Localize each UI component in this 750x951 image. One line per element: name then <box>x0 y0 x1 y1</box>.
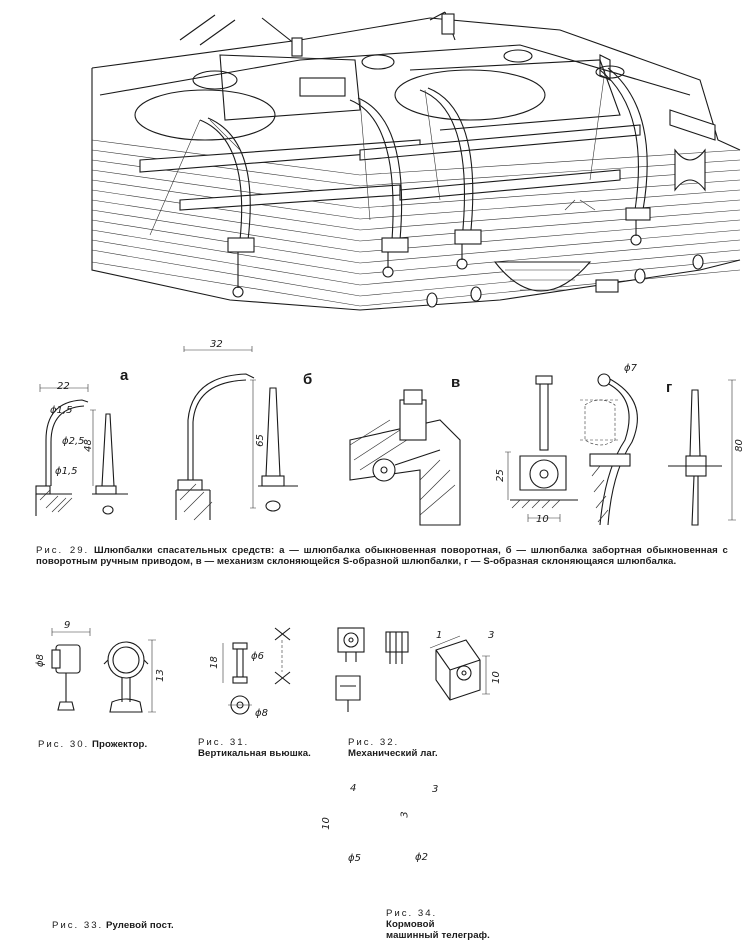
fig33-caption: Рис. 33. Рулевой пост. <box>52 920 174 931</box>
fig30-searchlight <box>51 628 156 713</box>
fig32-log <box>335 627 490 712</box>
davit-bases <box>227 207 651 298</box>
fig34-dim-10: 10 <box>320 817 332 830</box>
dim-a-d25: ϕ2,5 <box>62 436 85 447</box>
fig31-caption-prefix: Рис. 31. <box>198 737 250 748</box>
fig31-dim-d6: ϕ6 <box>251 651 264 662</box>
fig34-dim-d2: ϕ2 <box>415 852 428 863</box>
fig33-caption-prefix: Рис. 33. <box>52 920 104 931</box>
fig31-caption-text: Вертикальная вьюшка. <box>198 748 311 759</box>
fig29-caption-prefix: Рис. 29. <box>36 545 90 556</box>
fig34-caption: Рис. 34. Кормовой машинный телеграф. <box>386 908 490 941</box>
fig34-dim-3-side: 3 <box>399 811 411 818</box>
fig29-drawings <box>35 346 736 526</box>
dim-a-d15-top: ϕ1,5 <box>50 405 73 416</box>
panel-a-davit <box>35 384 128 516</box>
panel-g-s-davit <box>580 373 638 526</box>
fig32-caption-prefix: Рис. 32. <box>348 737 400 748</box>
fig30-dim-13: 13 <box>154 669 166 682</box>
fig34-caption-line3: машинный телеграф. <box>386 930 490 941</box>
fig30-dim-d8: ϕ8 <box>34 654 46 667</box>
fig31-reel <box>222 627 291 715</box>
panel-b-davit <box>175 346 298 521</box>
fig30-caption-prefix: Рис. 30. <box>38 739 90 750</box>
dim-g-10: 10 <box>536 514 549 525</box>
fig32-dim-1: 1 <box>436 630 443 641</box>
dim-a-d15-bottom: ϕ1,5 <box>55 466 78 477</box>
dim-b-32: 32 <box>210 339 223 350</box>
panel-letter-g: г <box>666 379 673 396</box>
fig33-caption-text: Рулевой пост. <box>106 920 174 931</box>
fig32-caption-text: Механический лаг. <box>348 748 438 759</box>
panel-g-side <box>505 375 578 522</box>
fig34-dim-4: 4 <box>350 783 357 794</box>
dim-a-22: 22 <box>57 381 70 392</box>
fig31-caption: Рис. 31. Вертикальная вьюшка. <box>198 737 311 759</box>
dim-g-d7: ϕ7 <box>624 363 637 374</box>
fig30-caption: Рис. 30. Прожектор. <box>38 739 147 750</box>
fig29-caption-text: Шлюпбалки спасательных средств: а — шлюп… <box>36 545 728 567</box>
fig30-caption-text: Прожектор. <box>92 739 148 750</box>
fig32-caption: Рис. 32. Механический лаг. <box>348 737 438 759</box>
fig29-caption: Рис. 29. Шлюпбалки спасательных средств:… <box>36 545 728 567</box>
fig34-dim-3-top: 3 <box>432 784 439 795</box>
panel-letter-v: в <box>451 374 461 391</box>
panel-letter-b: б <box>303 371 313 388</box>
fig30-32-drawings <box>51 627 490 715</box>
panel-g-front <box>668 379 736 526</box>
fig31-dim-18: 18 <box>208 656 220 669</box>
panel-v-mechanism <box>349 389 461 526</box>
fig32-dim-10: 10 <box>490 671 502 684</box>
fig34-dim-d5: ϕ5 <box>348 853 361 864</box>
deck-davits-illustration <box>91 11 741 311</box>
fig34-caption-line2: Кормовой <box>386 919 435 930</box>
fig31-dim-d8: ϕ8 <box>255 708 268 719</box>
fig30-dim-9: 9 <box>64 620 71 631</box>
fig32-dim-3: 3 <box>488 630 495 641</box>
panel-letter-a: а <box>120 367 129 384</box>
fig34-caption-prefix: Рис. 34. <box>386 908 438 919</box>
